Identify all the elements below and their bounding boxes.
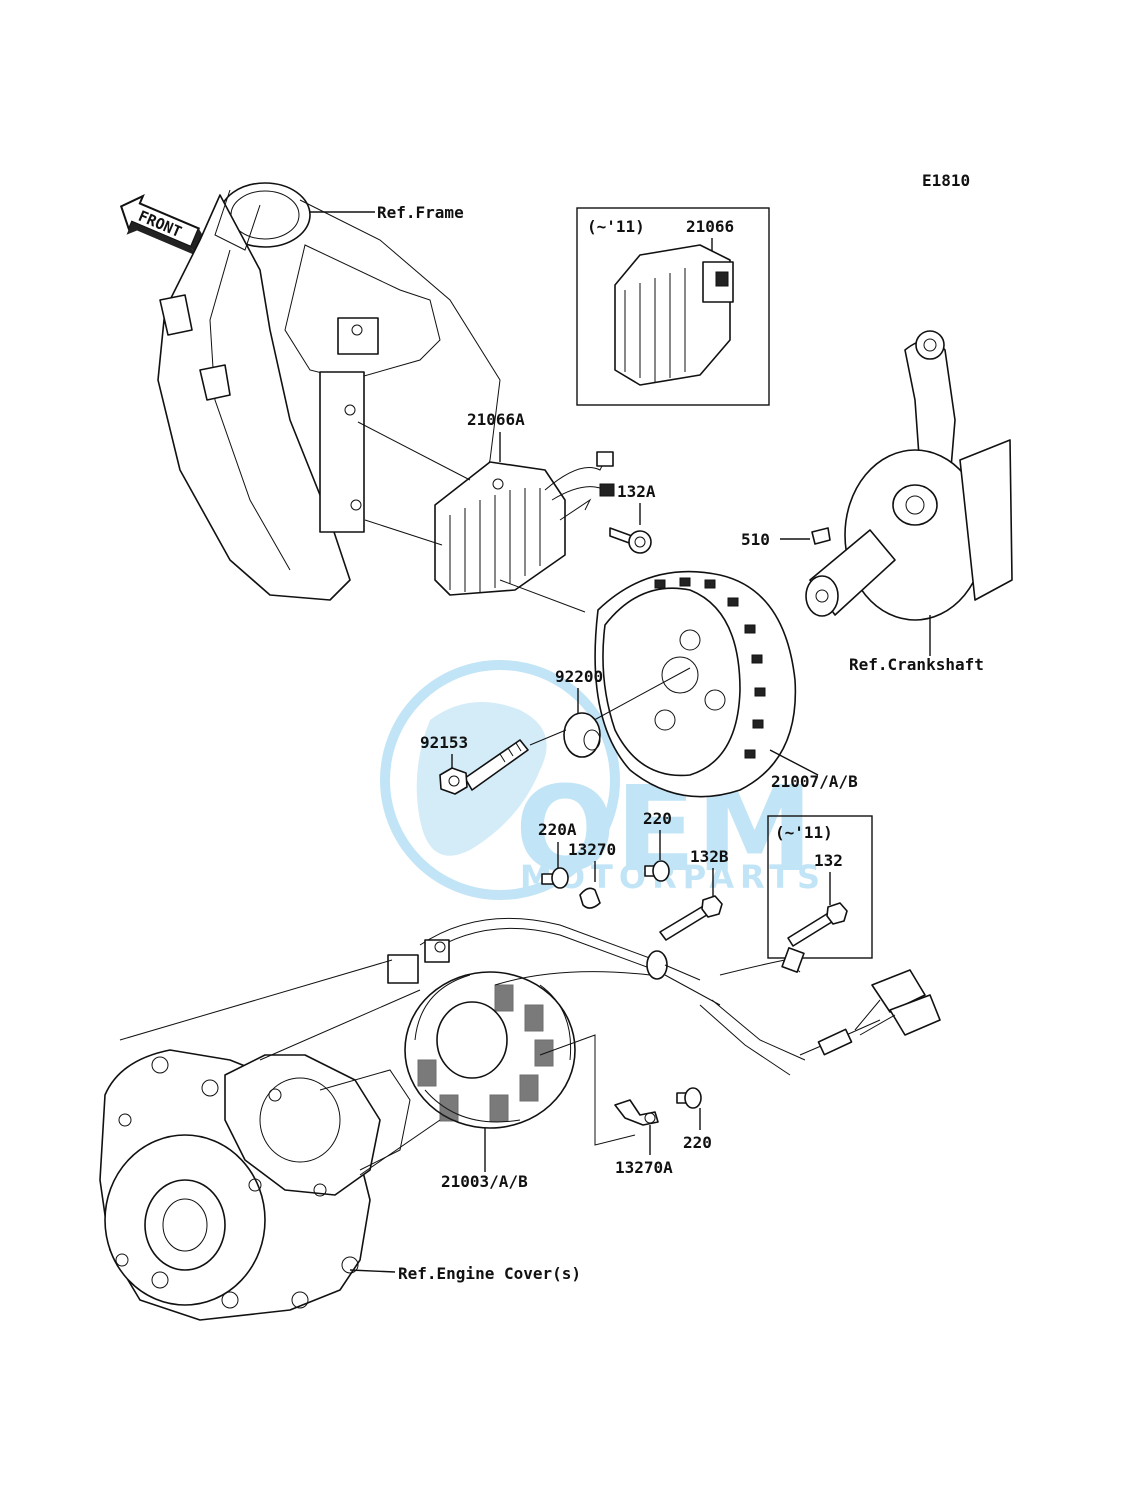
engine-cover-drawing xyxy=(99,1049,411,1321)
wiring-harness xyxy=(387,917,941,1076)
label-220-bottom: 220 xyxy=(683,1133,712,1152)
label-132-note: (~'11) xyxy=(775,823,833,842)
bolt-220-bottom xyxy=(676,1087,702,1109)
label-92200: 92200 xyxy=(555,667,603,686)
diagram-code: E1810 xyxy=(922,171,970,190)
bracket-line xyxy=(539,1034,636,1146)
ref-crankshaft-label: Ref.Crankshaft xyxy=(849,655,984,674)
label-13270A: 13270A xyxy=(615,1158,673,1177)
frame-drawing xyxy=(157,182,501,601)
bolt-132B xyxy=(659,895,723,941)
regulator-21066 xyxy=(614,244,734,386)
label-132B: 132B xyxy=(690,847,729,866)
label-13270: 13270 xyxy=(568,840,616,859)
bolt-132 xyxy=(787,902,848,947)
label-21066-note: (~'11) xyxy=(587,217,645,236)
crankshaft-drawing xyxy=(805,330,1013,621)
ref-engine-cover-label: Ref.Engine Cover(s) xyxy=(398,1264,581,1283)
label-132A: 132A xyxy=(617,482,656,501)
label-21066A: 21066A xyxy=(467,410,525,429)
ref-frame-label: Ref.Frame xyxy=(377,203,464,222)
bolt-92153 xyxy=(439,739,529,795)
inset-box-132 xyxy=(767,815,873,959)
label-510: 510 xyxy=(741,530,770,549)
label-92153: 92153 xyxy=(420,733,468,752)
label-220A: 220A xyxy=(538,820,577,839)
label-21066: 21066 xyxy=(686,217,734,236)
inset-box-21066 xyxy=(576,207,770,406)
bolt-132A xyxy=(609,527,652,554)
label-220-top: 220 xyxy=(643,809,672,828)
clamp-13270A xyxy=(614,1099,659,1126)
label-21007: 21007/A/B xyxy=(771,772,858,791)
bolt-220A xyxy=(541,867,569,889)
watermark-sub: MOTORPARTS xyxy=(520,858,826,896)
label-21003: 21003/A/B xyxy=(441,1172,528,1191)
stator-21003 xyxy=(404,971,576,1129)
rotor-21007 xyxy=(594,570,797,798)
key-510 xyxy=(811,527,831,545)
washer-92200 xyxy=(563,712,601,758)
clamp-13270 xyxy=(579,887,601,909)
regulator-21066A xyxy=(434,451,615,596)
label-132: 132 xyxy=(814,851,843,870)
bolt-220-top xyxy=(644,860,670,882)
